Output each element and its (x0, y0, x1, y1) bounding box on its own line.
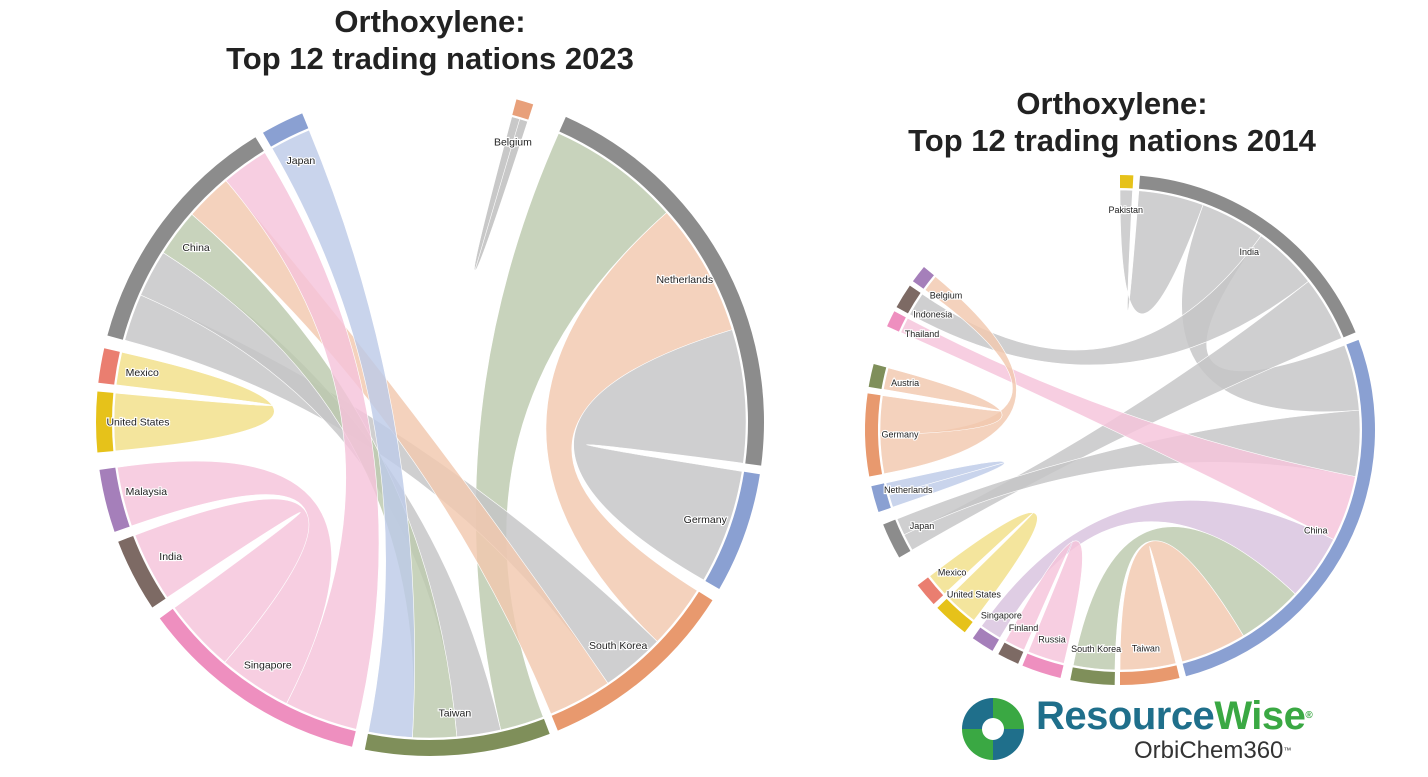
chord-label-2014-belgium: Belgium (930, 291, 963, 301)
chart-title-2014-line-2: Top 12 trading nations 2014 (908, 123, 1316, 158)
chord-label-2014-germany: Germany (882, 429, 920, 439)
chord-group-arc-2023-netherlands (559, 116, 764, 466)
chart-title-2023: Orthoxylene:Top 12 trading nations 2023 (130, 3, 730, 77)
chord-label-2014-russia: Russia (1038, 634, 1066, 644)
chord-label-2014-netherlands: Netherlands (884, 485, 933, 495)
chord-link-2014-6 (900, 317, 1356, 540)
chord-label-2023-singapore: Singapore (244, 659, 292, 671)
chord-label-2014-pakistan: Pakistan (1108, 205, 1143, 215)
chord-label-2014-taiwan: Taiwan (1132, 644, 1160, 654)
chord-label-2014-finland: Finland (1009, 623, 1039, 633)
chord-label-2023-china: China (182, 242, 210, 254)
chord-link-2014-11 (879, 367, 1003, 436)
logo-trademark: ™ (1283, 746, 1292, 755)
chord-group-arc-2014-indonesia (896, 285, 921, 314)
chord-group-arc-2023-japan (263, 113, 309, 147)
chord-group-arc-2014-united-states (937, 598, 973, 633)
chord-group-arc-2023-malaysia (99, 467, 130, 532)
chord-links-2014 (879, 189, 1361, 671)
logo-subtitle-text: OrbiChem360 (1134, 737, 1284, 764)
logo-word-wise: Wise (1214, 694, 1306, 738)
chord-link-2014-9 (1119, 540, 1244, 671)
chord-group-arc-2023-china (107, 137, 264, 340)
chord-label-2014-china: China (1304, 526, 1328, 536)
chord-label-2023-japan: Japan (287, 155, 316, 167)
chord-group-arc-2014-china (1182, 339, 1375, 677)
logo-word-resource: Resource (1036, 694, 1215, 738)
chord-group-arc-2023-singapore (159, 608, 356, 747)
chord-label-2023-malaysia: Malaysia (126, 486, 168, 498)
chord-link-2023-10 (271, 129, 415, 738)
chord-link-2023-7 (162, 213, 458, 739)
chord-link-2023-11 (113, 351, 275, 452)
chord-group-arc-2014-south-korea (1070, 667, 1115, 685)
chord-group-arc-2014-mexico (917, 577, 944, 605)
chord-label-2014-united-states: United States (947, 590, 1002, 600)
chord-label-2014-singapore: Singapore (981, 610, 1022, 620)
resourcewise-emblem-icon (962, 698, 1024, 760)
chord-label-2014-austria: Austria (891, 378, 919, 388)
chord-label-2023-germany: Germany (684, 514, 728, 526)
chord-link-2023-13 (134, 498, 310, 663)
resourcewise-logo: ResourceWise® OrbiChem360™ (958, 694, 1313, 766)
chord-group-arc-2023-taiwan (364, 718, 550, 756)
chord-label-2014-india: India (1240, 247, 1260, 257)
chord-group-arc-2014-pakistan (1120, 175, 1134, 189)
chord-link-2014-12 (885, 461, 1005, 508)
chord-group-arc-2023-united-states (95, 391, 114, 453)
logo-subtitle: OrbiChem360™ (1134, 737, 1291, 765)
chord-group-arc-2023-belgium (512, 99, 534, 120)
chord-links-2023 (113, 116, 747, 739)
chord-label-2023-united-states: United States (106, 417, 169, 429)
chord-label-2023-south-korea: South Korea (589, 640, 648, 652)
chord-group-arc-2014-germany (865, 393, 883, 477)
chord-label-2023-belgium: Belgium (494, 137, 532, 149)
chord-group-arc-2014-taiwan (1120, 665, 1180, 685)
chord-group-arc-2014-belgium (912, 266, 934, 289)
chord-label-2023-netherlands: Netherlands (656, 274, 713, 286)
logo-registered-mark: ® (1305, 710, 1313, 721)
chord-label-2014-thailand: Thailand (905, 329, 940, 339)
chord-label-2023-mexico: Mexico (126, 367, 159, 379)
chord-link-2014-13 (929, 512, 1038, 621)
chord-group-arc-2014-russia (1022, 653, 1064, 678)
chord-group-arc-2014-netherlands (871, 483, 891, 512)
chart-title-2023-line-1: Orthoxylene: (334, 4, 526, 39)
chart-title-2014: Orthoxylene:Top 12 trading nations 2014 (812, 85, 1412, 159)
chord-link-2014-14 (1005, 540, 1083, 664)
chord-label-2023-india: India (159, 551, 182, 563)
chord-link-2023-4 (573, 329, 747, 581)
chord-label-2023-taiwan: Taiwan (438, 708, 471, 720)
chord-link-2023-12 (116, 460, 332, 704)
chart-title-2023-line-2: Top 12 trading nations 2023 (226, 41, 634, 76)
chord-link-2023-1 (474, 116, 529, 271)
logo-wordmark: ResourceWise® (1036, 694, 1313, 738)
chord-group-arc-2014-thailand (887, 311, 906, 332)
chord-label-2014-south-korea: South Korea (1071, 644, 1121, 654)
chord-group-arc-2014-japan (883, 519, 911, 558)
chart-title-2014-line-1: Orthoxylene: (1016, 86, 1208, 121)
chord-label-2014-mexico: Mexico (938, 567, 967, 577)
chord-link-2023-9 (225, 152, 380, 730)
chord-group-arc-2014-austria (868, 364, 887, 390)
chord-link-2014-1 (1119, 189, 1204, 315)
chord-group-arc-2014-singapore (972, 627, 999, 651)
chord-group-arc-2014-finland (998, 642, 1024, 664)
chord-group-arc-2023-germany (705, 471, 760, 589)
chord-group-arc-2023-mexico (98, 348, 120, 385)
chord-group-arc-2023-india (118, 535, 166, 608)
chord-link-2014-3 (909, 235, 1309, 366)
chord-label-2014-japan: Japan (910, 521, 935, 531)
chord-label-2014-indonesia: Indonesia (913, 310, 952, 320)
chord-group-arc-2023-south-korea (551, 591, 713, 731)
